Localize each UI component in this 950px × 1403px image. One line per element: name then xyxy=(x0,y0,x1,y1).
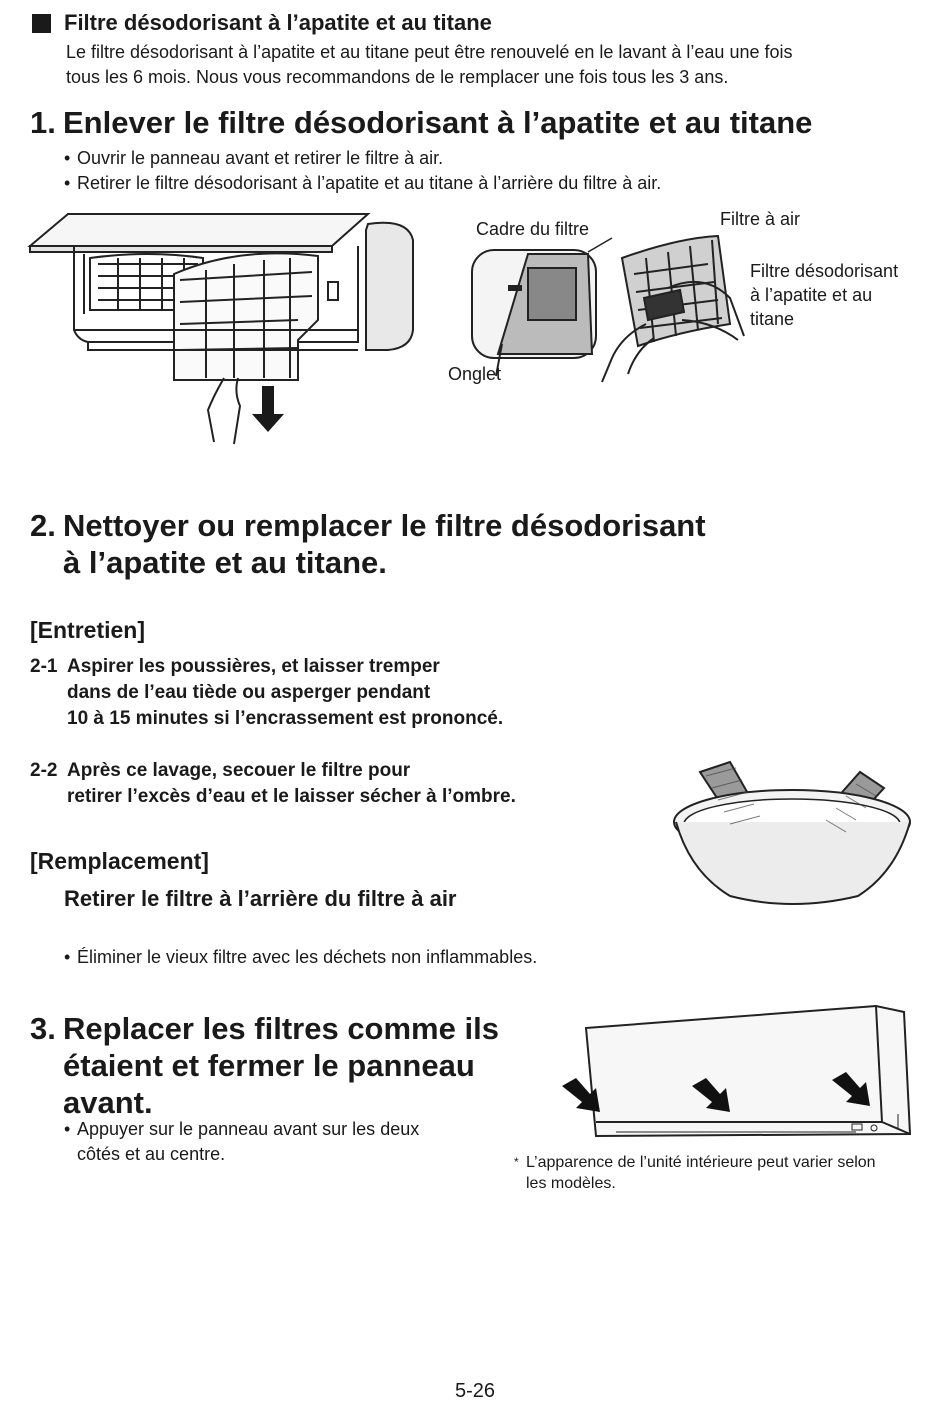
label-line: Filtre désodorisant xyxy=(750,261,899,281)
step-text-line: retirer l’excès d’eau et le laisser séch… xyxy=(67,786,516,807)
section-title: Filtre désodorisant à l’apatite et au ti… xyxy=(64,10,492,35)
label-filter-frame: Cadre du filtre xyxy=(476,219,590,239)
step3-title-line: étaient et fermer le panneau xyxy=(63,1048,475,1083)
intro-paragraph: Le filtre désodorisant à l’apatite et au… xyxy=(66,40,916,90)
step-2-1: 2-1 Aspirer les poussières, et laisser t… xyxy=(30,654,630,732)
closed-indoor-unit-illustration xyxy=(562,1004,912,1138)
label-tab: Onglet xyxy=(448,364,502,384)
label-air-filter: Filtre à air xyxy=(720,209,801,229)
page-number: 5-26 xyxy=(454,1380,496,1402)
aircon-open-panel-illustration xyxy=(27,213,414,445)
step2-title-line: à l’apatite et au titane. xyxy=(63,545,387,580)
step1-bullets: •Ouvrir le panneau avant et retirer le f… xyxy=(64,146,924,196)
down-arrow-icon xyxy=(252,386,284,432)
step-text-line: dans de l’eau tiède ou asperger pendant xyxy=(67,682,431,703)
replacement-bullet: •Éliminer le vieux filtre avec les déche… xyxy=(64,947,538,967)
step2-title-line: Nettoyer ou remplacer le filtre désodori… xyxy=(63,508,706,543)
step-2-2: 2-2 Après ce lavage, secouer le filtre p… xyxy=(30,758,630,810)
note-line: les modèles. xyxy=(526,1175,616,1192)
replacement-heading: [Remplacement] xyxy=(30,848,209,874)
step3-number: 3. xyxy=(30,1011,56,1046)
washing-bowl-illustration xyxy=(673,760,911,905)
bullet-line: •Appuyer sur le panneau avant sur les de… xyxy=(64,1119,420,1139)
label-line: titane xyxy=(750,309,795,329)
maintenance-heading: [Entretien] xyxy=(30,617,145,643)
bullet-item: •Retirer le filtre désodorisant à l’apat… xyxy=(64,173,662,193)
label-deodorizing-filter: Filtre désodorisant à l’apatite et au ti… xyxy=(750,259,898,331)
step3-title-line: Replacer les filtres comme ils xyxy=(63,1011,499,1046)
replacement-instruction: Retirer le filtre à l’arrière du filtre … xyxy=(64,886,457,911)
step3-bullet: •Appuyer sur le panneau avant sur les de… xyxy=(64,1117,504,1167)
step-2-2-number: 2-2 xyxy=(30,760,58,781)
press-arrow-left-icon xyxy=(562,1078,600,1112)
note-line: L’apparence de l’unité intérieure peut v… xyxy=(526,1154,876,1171)
step-2-1-number: 2-1 xyxy=(30,656,58,677)
section-marker-square xyxy=(32,14,51,33)
note-asterisk: * xyxy=(514,1155,519,1169)
appearance-note: * L’apparence de l’unité intérieure peut … xyxy=(514,1152,934,1194)
bullet-line: côtés et au centre. xyxy=(77,1144,226,1164)
press-arrow-center-icon xyxy=(692,1078,730,1112)
label-line: à l’apatite et au xyxy=(750,285,873,305)
step1-heading: 1. Enlever le filtre désodorisant à l’ap… xyxy=(30,104,890,141)
filter-frame-detail-illustration xyxy=(471,234,745,383)
intro-line: Le filtre désodorisant à l’apatite et au… xyxy=(66,42,793,62)
step-text-line: Aspirer les poussières, et laisser tremp… xyxy=(67,656,440,677)
step2-number: 2. xyxy=(30,508,56,543)
step-text-line: 10 à 15 minutes si l’encrassement est pr… xyxy=(67,708,504,729)
step2-heading: 2. Nettoyer ou remplacer le filtre désod… xyxy=(30,507,750,581)
intro-line: tous les 6 mois. Nous vous recommandons … xyxy=(66,67,729,87)
bullet-item: •Ouvrir le panneau avant et retirer le f… xyxy=(64,148,444,168)
step3-heading: 3. Replacer les filtres comme ils étaien… xyxy=(30,1010,510,1121)
press-arrow-right-icon xyxy=(832,1072,870,1106)
step-text-line: Après ce lavage, secouer le filtre pour xyxy=(67,760,411,781)
step1-number: 1. xyxy=(30,105,56,140)
step1-title: Enlever le filtre désodorisant à l’apati… xyxy=(63,105,813,140)
step3-title-line: avant. xyxy=(63,1085,153,1120)
